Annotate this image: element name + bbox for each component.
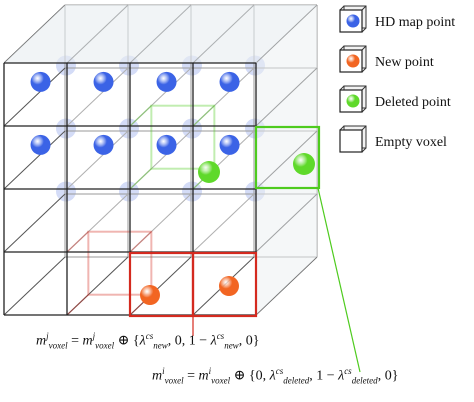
equation-deleted-point: mivoxel = mivoxel ⊕ {0, λcsdeleted, 1 − … [152, 366, 399, 386]
new-voxel-highlight [191, 251, 258, 318]
legend-cube-front [339, 129, 363, 153]
grid-line-depth [3, 256, 66, 316]
deleted-voxel-back [150, 104, 216, 170]
legend-cube-edge [339, 45, 345, 51]
legend-cube-edge [339, 125, 345, 131]
legend-cube-edge [361, 45, 367, 51]
new-point [219, 276, 239, 296]
new-point [140, 285, 160, 305]
hd-point-back [119, 118, 139, 139]
new-voxel-edge [66, 294, 89, 316]
legend-item-new: New point [339, 45, 434, 73]
voxel-cube [3, 4, 361, 373]
legend-label-empty: Empty voxel [375, 135, 447, 150]
legend-swatch-new [346, 54, 360, 68]
legend-label-deleted: Deleted point [375, 95, 451, 110]
deleted-voxel-edge [129, 168, 152, 190]
legend-cube-edge [361, 27, 367, 33]
grid-line-depth [66, 193, 129, 253]
legend-item-hd: HD map point [339, 5, 455, 33]
deleted-voxel-edge [129, 105, 152, 127]
grid-line-depth [129, 67, 192, 127]
hd-point [156, 134, 177, 155]
legend-cube-edge [361, 85, 367, 91]
grid-line-depth [66, 130, 129, 190]
grid-line-depth [66, 256, 129, 316]
hd-point [219, 71, 240, 92]
new-voxel-edge [129, 231, 152, 253]
grid-line-depth [3, 130, 66, 190]
hd-point [219, 134, 240, 155]
grid-line-depth [129, 130, 192, 190]
legend-item-empty: Empty voxel [339, 125, 447, 153]
deleted-voxel-edge [192, 105, 215, 127]
deleted-point [198, 161, 220, 183]
grid-line-depth [192, 193, 255, 253]
hd-point [93, 134, 114, 155]
hd-point-back [119, 181, 139, 202]
new-voxel-edge [66, 231, 89, 253]
leader-line-deleted [317, 187, 361, 373]
legend-cube-edge [339, 5, 345, 11]
grid-line-depth [129, 193, 192, 253]
grid-line-depth [129, 256, 192, 316]
grid-line-depth [3, 67, 66, 127]
hd-point-back [56, 181, 76, 202]
legend-cube-edge [361, 67, 367, 73]
legend-cube-edge [339, 85, 345, 91]
legend-cube-edge [361, 107, 367, 113]
legend-label-new: New point [375, 55, 434, 70]
deleted-point [293, 153, 315, 175]
legend-swatch-hd [346, 14, 360, 28]
legend-label-hd: HD map point [375, 15, 455, 30]
top-face [4, 5, 317, 63]
grid-line-depth [192, 67, 255, 127]
hd-point [30, 71, 51, 92]
grid-line-depth [3, 193, 66, 253]
hd-point-back [56, 118, 76, 139]
new-voxel-back [87, 230, 153, 296]
legend-cube-edge [361, 5, 367, 11]
hd-point [93, 71, 114, 92]
equation-new-point: mjvoxel = mjvoxel ⊕ {λcsnew, 0, 1 − λcsn… [36, 331, 260, 351]
hd-point-back [182, 181, 202, 202]
legend-item-deleted: Deleted point [339, 85, 451, 113]
hd-point [156, 71, 177, 92]
legend-cube-edge [361, 147, 367, 153]
deleted-voxel-highlight [254, 125, 321, 190]
hd-point [30, 134, 51, 155]
side-face [256, 5, 317, 315]
hd-point-back [182, 118, 202, 139]
legend-swatch-deleted [346, 94, 360, 108]
legend-cube-edge [361, 125, 367, 131]
grid-line-depth [66, 67, 129, 127]
